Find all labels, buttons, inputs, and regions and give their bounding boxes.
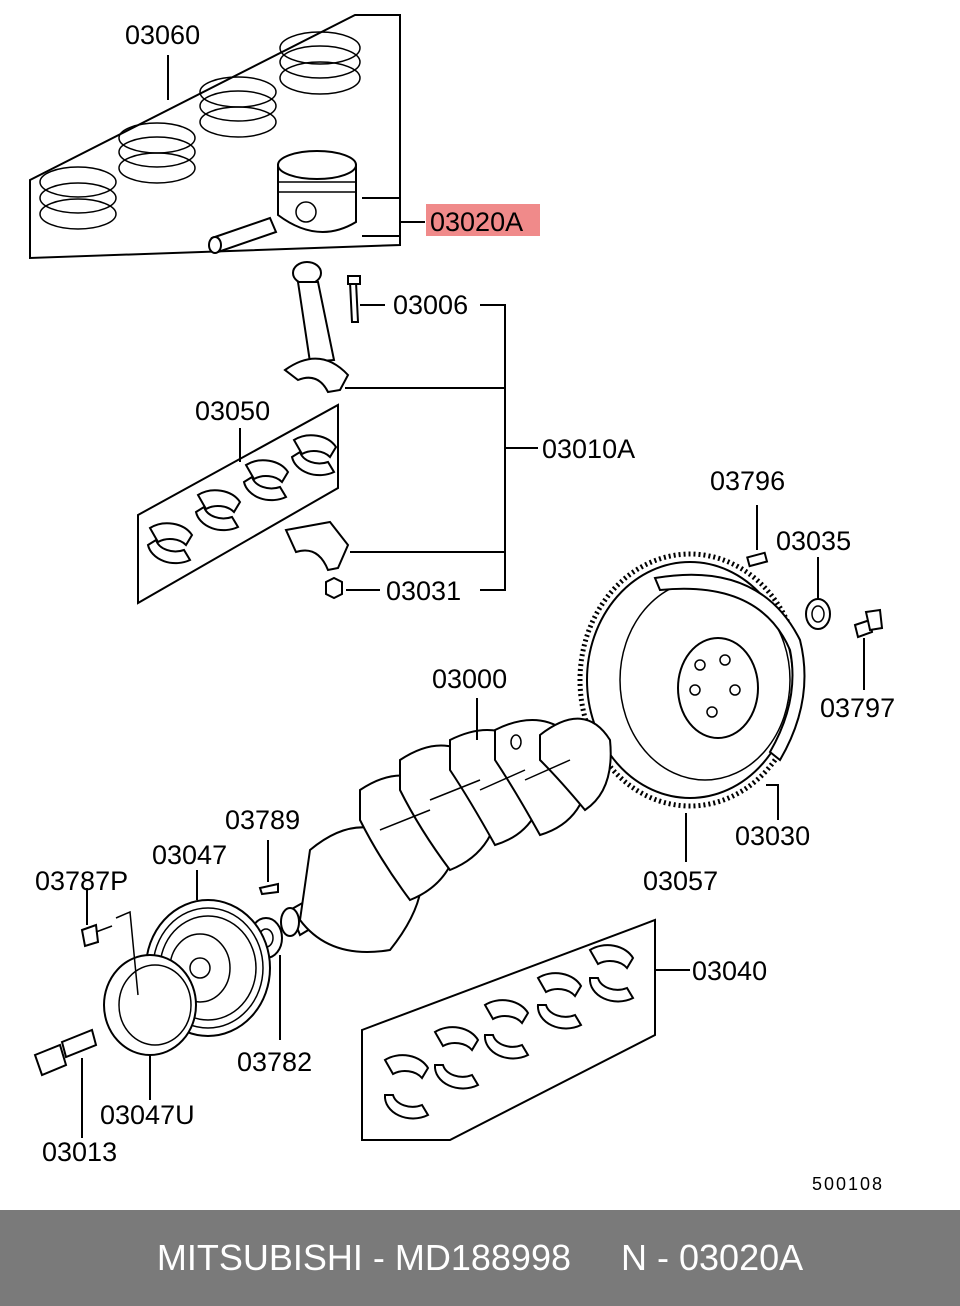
main-bearing-set-icon [361,918,656,1141]
callout-03050: 03050 [195,396,270,426]
piston-icon [208,150,357,254]
callout-03006: 03006 [393,290,468,320]
footer-ref: N - 03020A [621,1237,804,1278]
rod-cap-icon [284,520,350,572]
footer-bar: MITSUBISHI - MD188998 N - 03020A [0,1210,960,1306]
flywheel-icon [577,551,806,809]
callout-03789: 03789 [225,805,300,835]
callout-03031: 03031 [386,576,461,606]
callout-03010A: 03010A [542,434,635,464]
footer-brand: MITSUBISHI [156,1237,363,1278]
diagram-number: 500108 [812,1174,884,1194]
footer-part-number: MD188998 [394,1237,571,1278]
callout-03057: 03057 [643,866,718,896]
footer-separator: - [362,1237,395,1278]
callout-03035: 03035 [776,526,851,556]
callout-03047: 03047 [152,840,227,870]
dowel-pin-icon [746,551,769,568]
flywheel-bolt-icon [853,608,884,639]
callout-03040: 03040 [692,956,767,986]
callout-03013: 03013 [42,1137,117,1167]
callout-03020A: 03020A [430,207,523,237]
damper-icon [103,954,197,1056]
pulley-bolt-icon [80,923,113,948]
callout-03787P: 03787P [35,866,128,896]
callout-03000: 03000 [432,664,507,694]
nut-icon [325,576,343,600]
footer-gap [571,1237,621,1279]
callout-03030: 03030 [735,821,810,851]
callout-03060: 03060 [125,20,200,50]
connecting-rod-icon [283,261,361,394]
crank-bolt-icon [33,1028,98,1077]
callout-03782: 03782 [237,1047,312,1077]
piston-ring-set-icon [29,14,401,260]
pilot-bearing-icon [805,598,831,630]
callout-highlight [426,204,540,236]
callout-03797: 03797 [820,693,895,723]
callout-03796: 03796 [710,466,785,496]
callout-03047U: 03047U [100,1100,195,1130]
parts-diagram: 03060 03020A 03006 03050 03010A 03796 03… [29,14,895,1194]
rod-bearing-set-icon [137,403,339,605]
woodruff-key-icon [258,882,279,896]
crankshaft-icon [280,717,612,953]
